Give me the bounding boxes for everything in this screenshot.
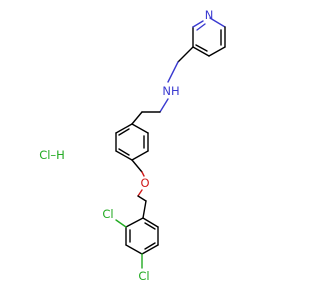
- amine-nh-label: NH: [162, 84, 179, 98]
- dichlorobenzene-ring: [115, 217, 159, 269]
- ether-linker: [131, 159, 147, 219]
- amine-linker: [131, 46, 194, 125]
- chlorine-ortho-label: Cl: [102, 207, 113, 221]
- chemical-structure: N NH O Cl Cl Cl–H: [39, 8, 226, 283]
- ether-oxygen-label: O: [140, 176, 149, 190]
- hydrochloride-label: Cl–H: [39, 148, 65, 162]
- pyridine-ring: [192, 17, 226, 57]
- central-benzene-ring: [115, 123, 149, 161]
- pyridine-nitrogen-label: N: [205, 8, 214, 22]
- chlorine-para-label: Cl: [138, 269, 149, 283]
